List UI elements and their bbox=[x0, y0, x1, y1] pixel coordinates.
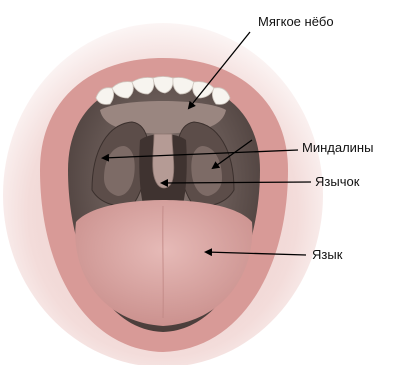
tongue-midline bbox=[163, 206, 164, 318]
label-soft-palate: Мягкое нёбо bbox=[258, 15, 334, 28]
label-uvula: Язычок bbox=[315, 175, 359, 188]
uvula bbox=[153, 134, 174, 188]
label-tongue: Язык bbox=[312, 248, 342, 261]
label-tonsils: Миндалины bbox=[302, 141, 373, 154]
